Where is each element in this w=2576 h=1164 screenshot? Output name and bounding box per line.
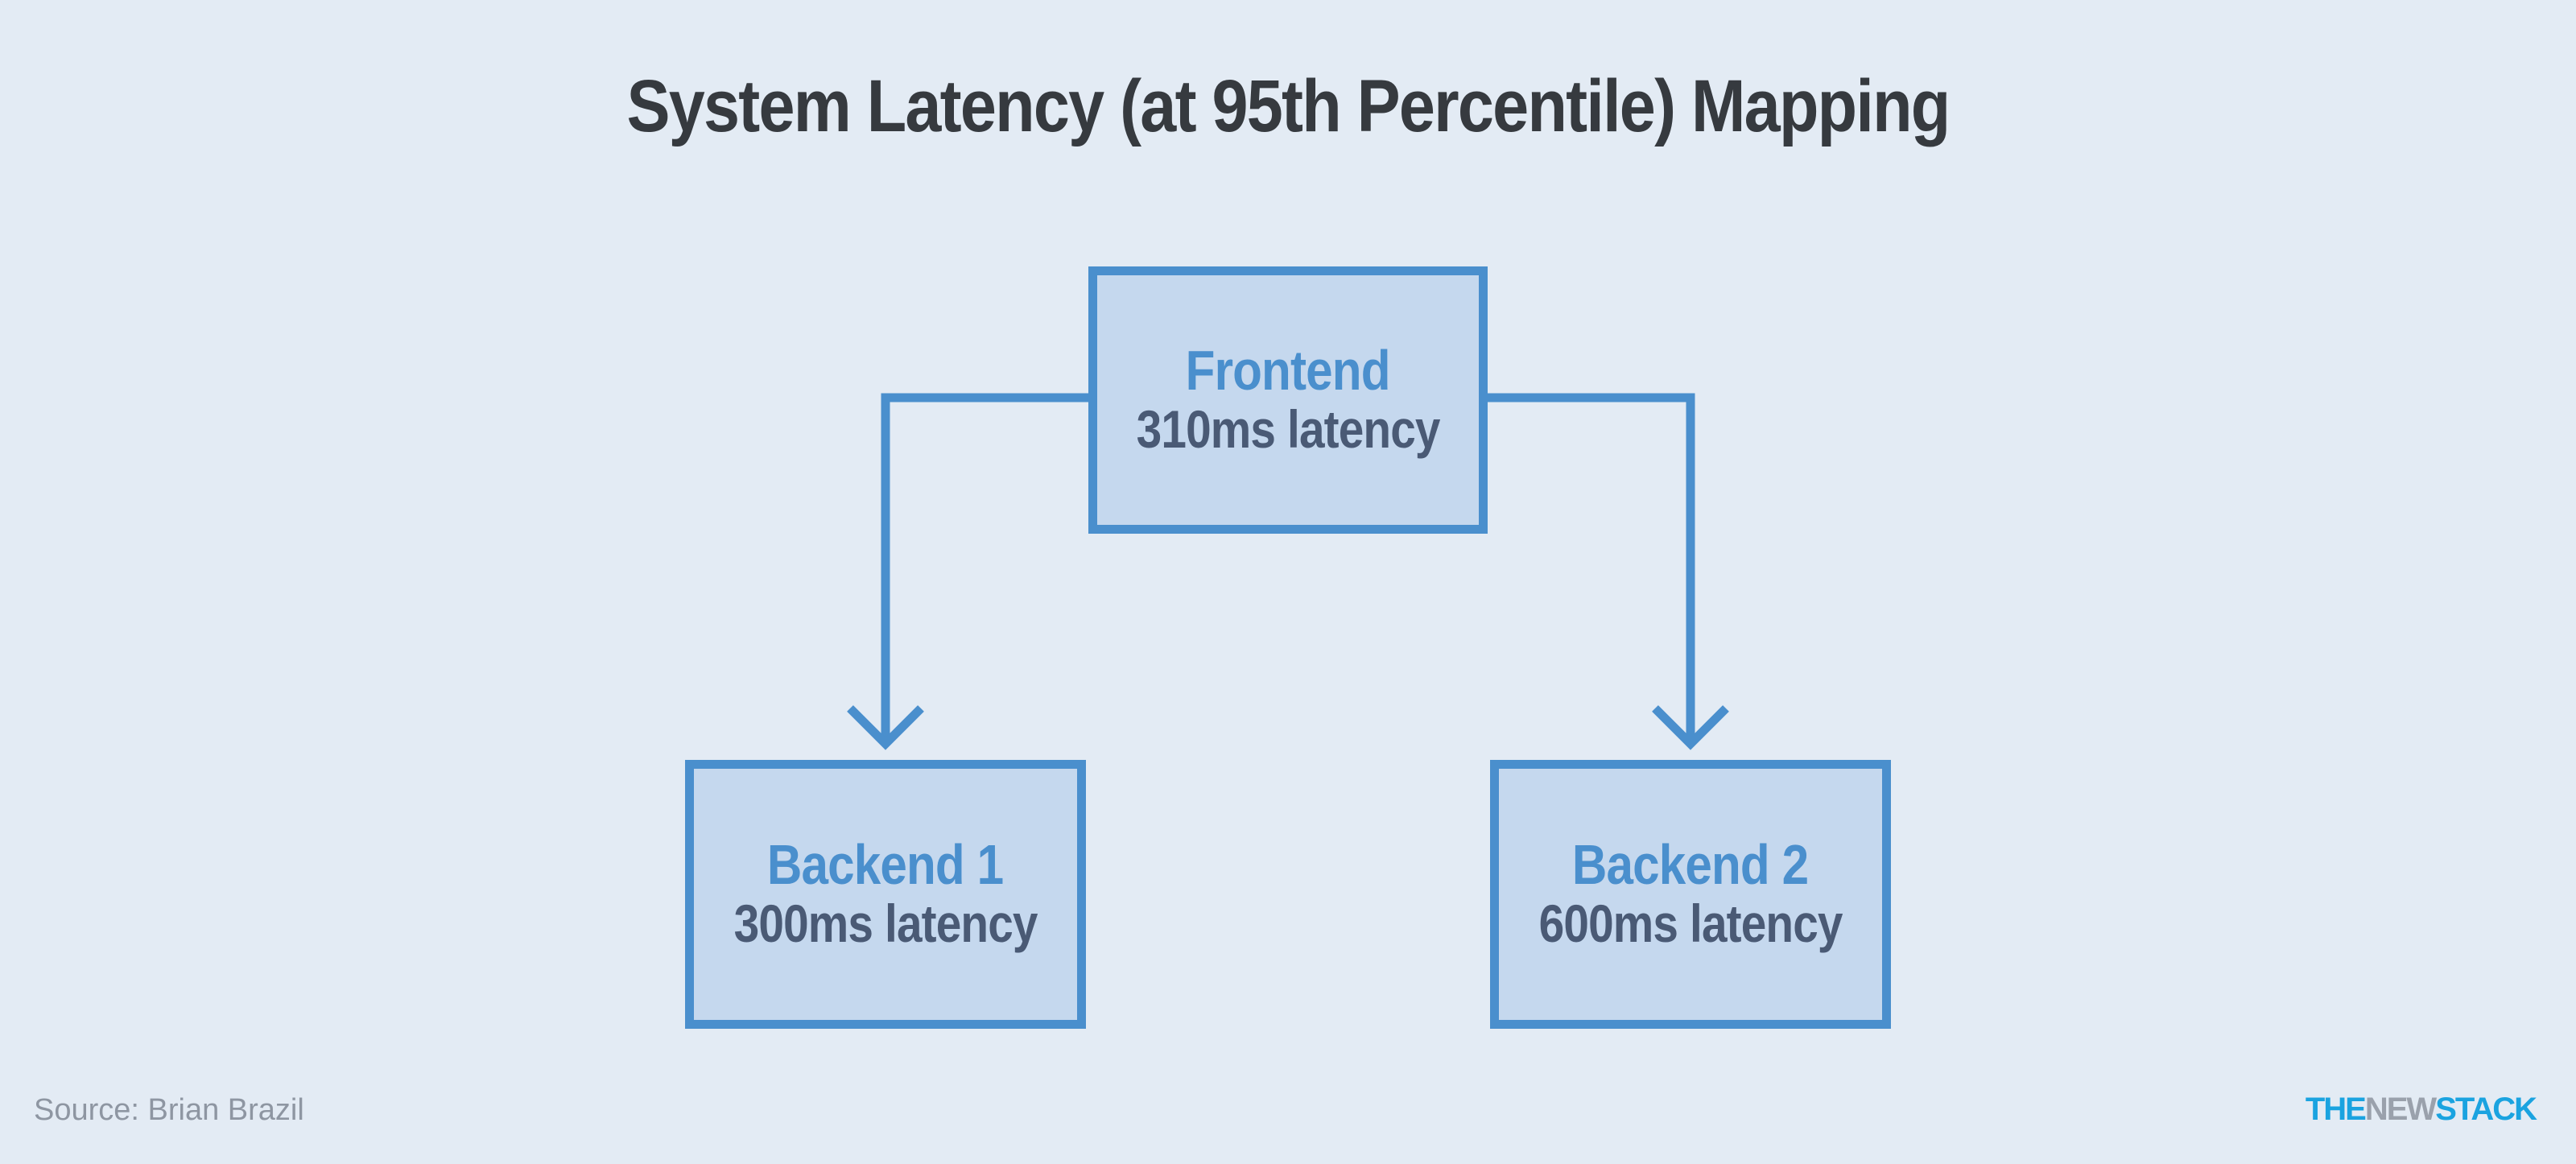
logo-the: THE bbox=[2305, 1092, 2367, 1127]
node-frontend-name: Frontend bbox=[1186, 338, 1391, 402]
node-backend-1-latency: 300ms latency bbox=[733, 894, 1038, 954]
node-backend-1-name: Backend 1 bbox=[767, 832, 1004, 896]
node-frontend: Frontend 310ms latency bbox=[1088, 266, 1488, 534]
arrowhead-backend1 bbox=[847, 705, 924, 750]
edge-frontend-backend1 bbox=[881, 393, 1088, 744]
logo-new: NEW bbox=[2364, 1092, 2437, 1127]
publisher-logo: THE NEW STACK bbox=[2305, 1092, 2537, 1128]
logo-stack: STACK bbox=[2435, 1092, 2537, 1127]
node-backend-1: Backend 1 300ms latency bbox=[685, 760, 1086, 1029]
source-credit: Source: Brian Brazil bbox=[34, 1093, 304, 1127]
node-backend-2-latency: 600ms latency bbox=[1538, 894, 1843, 954]
node-backend-2-name: Backend 2 bbox=[1572, 832, 1809, 896]
arrowhead-backend2 bbox=[1652, 705, 1729, 750]
edge-frontend-backend2 bbox=[1488, 393, 1695, 744]
node-backend-2: Backend 2 600ms latency bbox=[1490, 760, 1891, 1029]
node-frontend-latency: 310ms latency bbox=[1136, 399, 1441, 460]
diagram-title: System Latency (at 95th Percentile) Mapp… bbox=[626, 65, 1951, 147]
